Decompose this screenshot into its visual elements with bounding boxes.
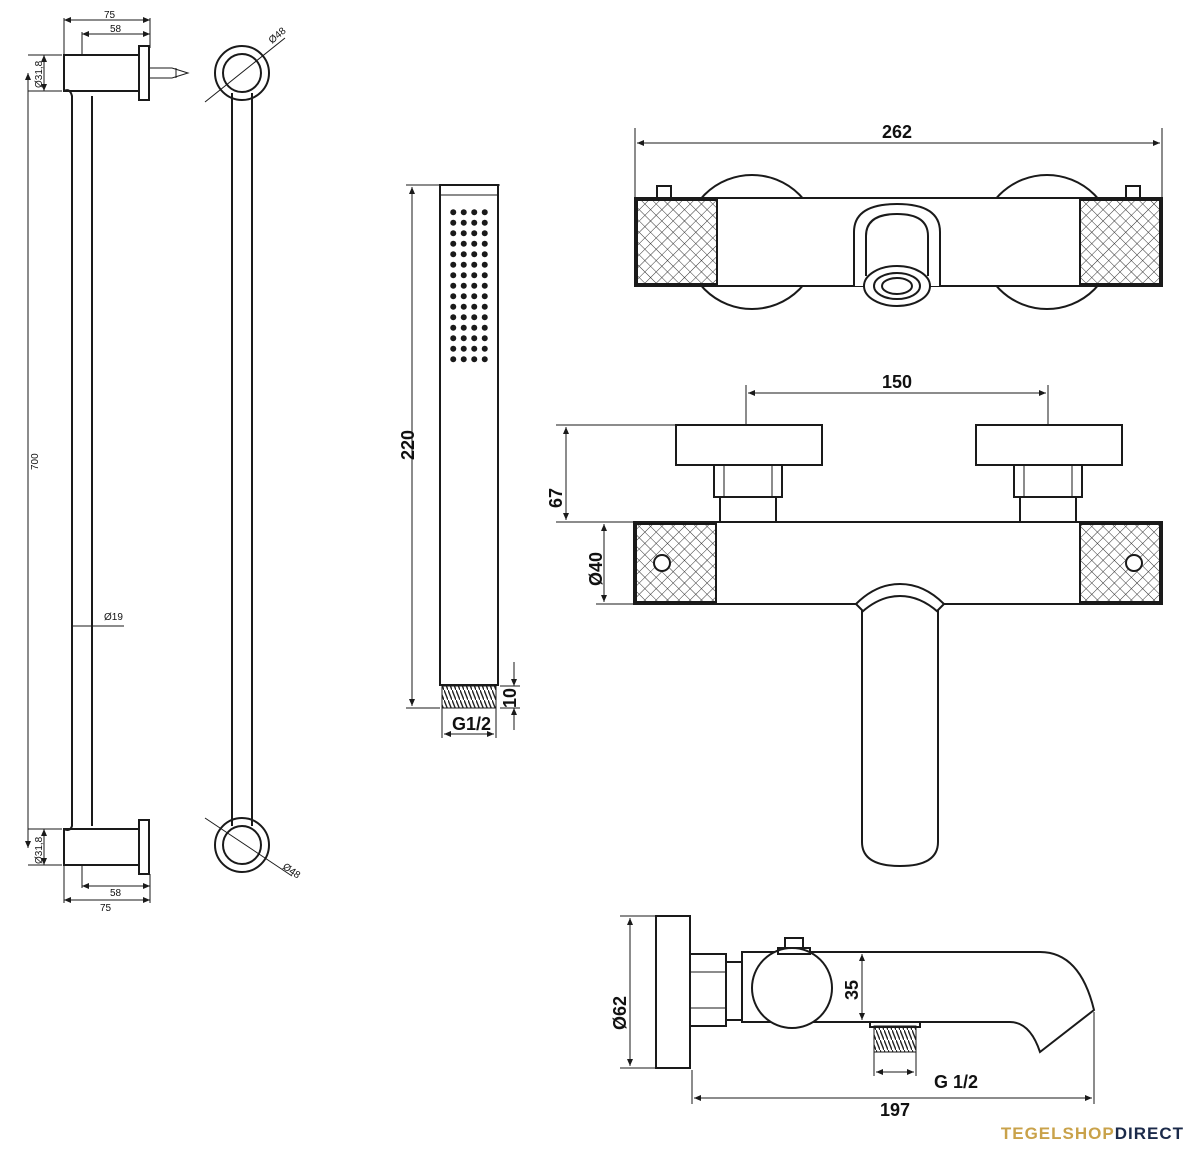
mixer-side-view: Ø62 35 G 1/2 197 [610, 915, 1096, 1120]
rail-top-width-label: 75 [104, 10, 116, 21]
rail-bottom-width-label: 75 [100, 903, 112, 914]
rail-bar-dia-label: Ø19 [104, 612, 123, 623]
hand-shower-thread-label: G1/2 [452, 714, 491, 734]
rail-bottom-bracket-dia-label: Ø31,8 [34, 836, 45, 864]
spray-nozzles [448, 207, 490, 365]
rail-length-label: 700 [30, 453, 41, 470]
rail-bottom-inner-label: 58 [110, 888, 122, 899]
rail-rose-bottom-dia-label: Ø48 [280, 861, 302, 881]
mixer-front-view: 150 67 Ø40 [546, 372, 1163, 868]
mixer-height-label: 67 [546, 488, 566, 508]
rail-side-view: 75 58 Ø31,8 Ø19 700 Ø31,8 58 75 [25, 10, 190, 914]
hand-shower-length-label: 220 [398, 430, 418, 460]
hand-shower-thread-length-label: 10 [500, 688, 520, 708]
mixer-outlet-thread-label: G 1/2 [934, 1072, 978, 1092]
mixer-depth-label: 197 [880, 1100, 910, 1120]
mixer-outlet-height-label: 35 [842, 980, 862, 1000]
mixer-body-dia-label: Ø40 [586, 552, 606, 586]
mixer-rose-dia-label: Ø62 [610, 996, 630, 1030]
mixer-width-label: 262 [882, 122, 912, 142]
rail-top-inner-label: 58 [110, 24, 122, 35]
brand-part2: DIRECT [1114, 1124, 1184, 1143]
hand-shower: 220 10 G1/2 [398, 184, 520, 738]
rail-front-view: Ø48 Ø48 [204, 25, 302, 882]
rail-top-bracket-dia-label: Ø31,8 [34, 60, 45, 88]
brand-logo: TEGELSHOPDIRECT [1001, 1124, 1184, 1144]
brand-part1: TEGELSHOP [1000, 1124, 1115, 1143]
mixer-spacing-label: 150 [882, 372, 912, 392]
mixer-top-view: 262 [634, 122, 1163, 310]
